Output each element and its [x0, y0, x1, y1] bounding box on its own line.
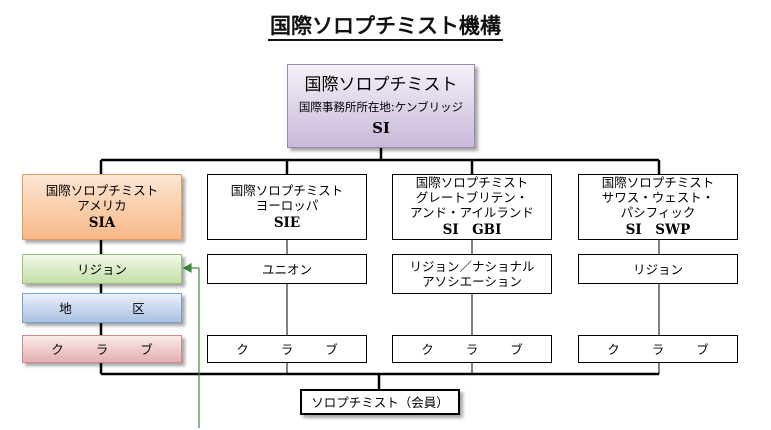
- sgbi-club-box: ク ラ ブ: [392, 335, 552, 363]
- sia-club-box: ク ラ ブ: [22, 335, 182, 363]
- club-label: ク ラ ブ: [607, 341, 723, 357]
- federation-line: グレートブリテン・: [415, 190, 529, 206]
- club-label: ク ラ ブ: [236, 341, 352, 357]
- chart-title-text: 国際ソロプチミスト機構: [268, 14, 503, 41]
- si-hq: 国際事務所所在地:ケンブリッジ: [298, 100, 464, 115]
- member-label: ソロプチミスト（会員）: [311, 394, 449, 410]
- region-label: リジョン: [76, 261, 127, 277]
- federation-line: アンド・アイルランド: [410, 205, 534, 221]
- federation-line: ヨーロッパ: [255, 197, 319, 213]
- federation-code: SIE: [273, 214, 301, 231]
- si-name: 国際ソロプチミスト: [304, 74, 458, 95]
- sia-district-box: 地 区: [22, 293, 182, 323]
- federation-line: 国際ソロプチミスト: [601, 175, 715, 191]
- club-label: ク ラ ブ: [51, 341, 167, 357]
- federation-sie: 国際ソロプチミスト ヨーロッパ SIE: [207, 174, 367, 240]
- federation-line: サワス・ウェスト・: [601, 190, 715, 206]
- federation-code: SI SWP: [625, 222, 691, 239]
- si-code: SI: [372, 119, 390, 138]
- federation-sgbi: 国際ソロプチミスト グレートブリテン・ アンド・アイルランド SI GBI: [392, 174, 552, 240]
- sswp-club-box: ク ラ ブ: [578, 335, 738, 363]
- federation-line: アメリカ: [77, 197, 127, 213]
- federation-line: 国際ソロプチミスト: [45, 182, 159, 198]
- green-arrow: [182, 262, 200, 428]
- union-label: ユニオン: [261, 261, 312, 277]
- federation-line: 国際ソロプチミスト: [230, 182, 344, 198]
- region-label: リジョン: [632, 261, 683, 277]
- member-box: ソロプチミスト（会員）: [300, 389, 460, 415]
- district-label: 地 区: [59, 300, 169, 316]
- sie-club-box: ク ラ ブ: [207, 335, 367, 363]
- federation-sswp: 国際ソロプチミスト サワス・ウェスト・ パシフィック SI SWP: [578, 174, 738, 240]
- region-national-line: リジョン／ナショナル: [409, 259, 535, 274]
- sie-union-box: ユニオン: [207, 254, 367, 284]
- si-box: 国際ソロプチミスト 国際事務所所在地:ケンブリッジ SI: [287, 64, 475, 148]
- federation-sia: 国際ソロプチミスト アメリカ SIA: [22, 174, 182, 240]
- federation-line: パシフィック: [620, 205, 696, 221]
- sgbi-region-national-box: リジョン／ナショナル アソシエーション: [392, 254, 552, 294]
- federation-code: SI GBI: [442, 222, 502, 239]
- federation-code: SIA: [88, 214, 116, 231]
- club-label: ク ラ ブ: [421, 341, 537, 357]
- federation-line: 国際ソロプチミスト: [415, 175, 529, 191]
- chart-title: 国際ソロプチミスト機構: [0, 10, 771, 41]
- sswp-region-box: リジョン: [578, 254, 738, 284]
- sia-region-box: リジョン: [22, 254, 182, 284]
- region-national-line: アソシエーション: [422, 274, 522, 289]
